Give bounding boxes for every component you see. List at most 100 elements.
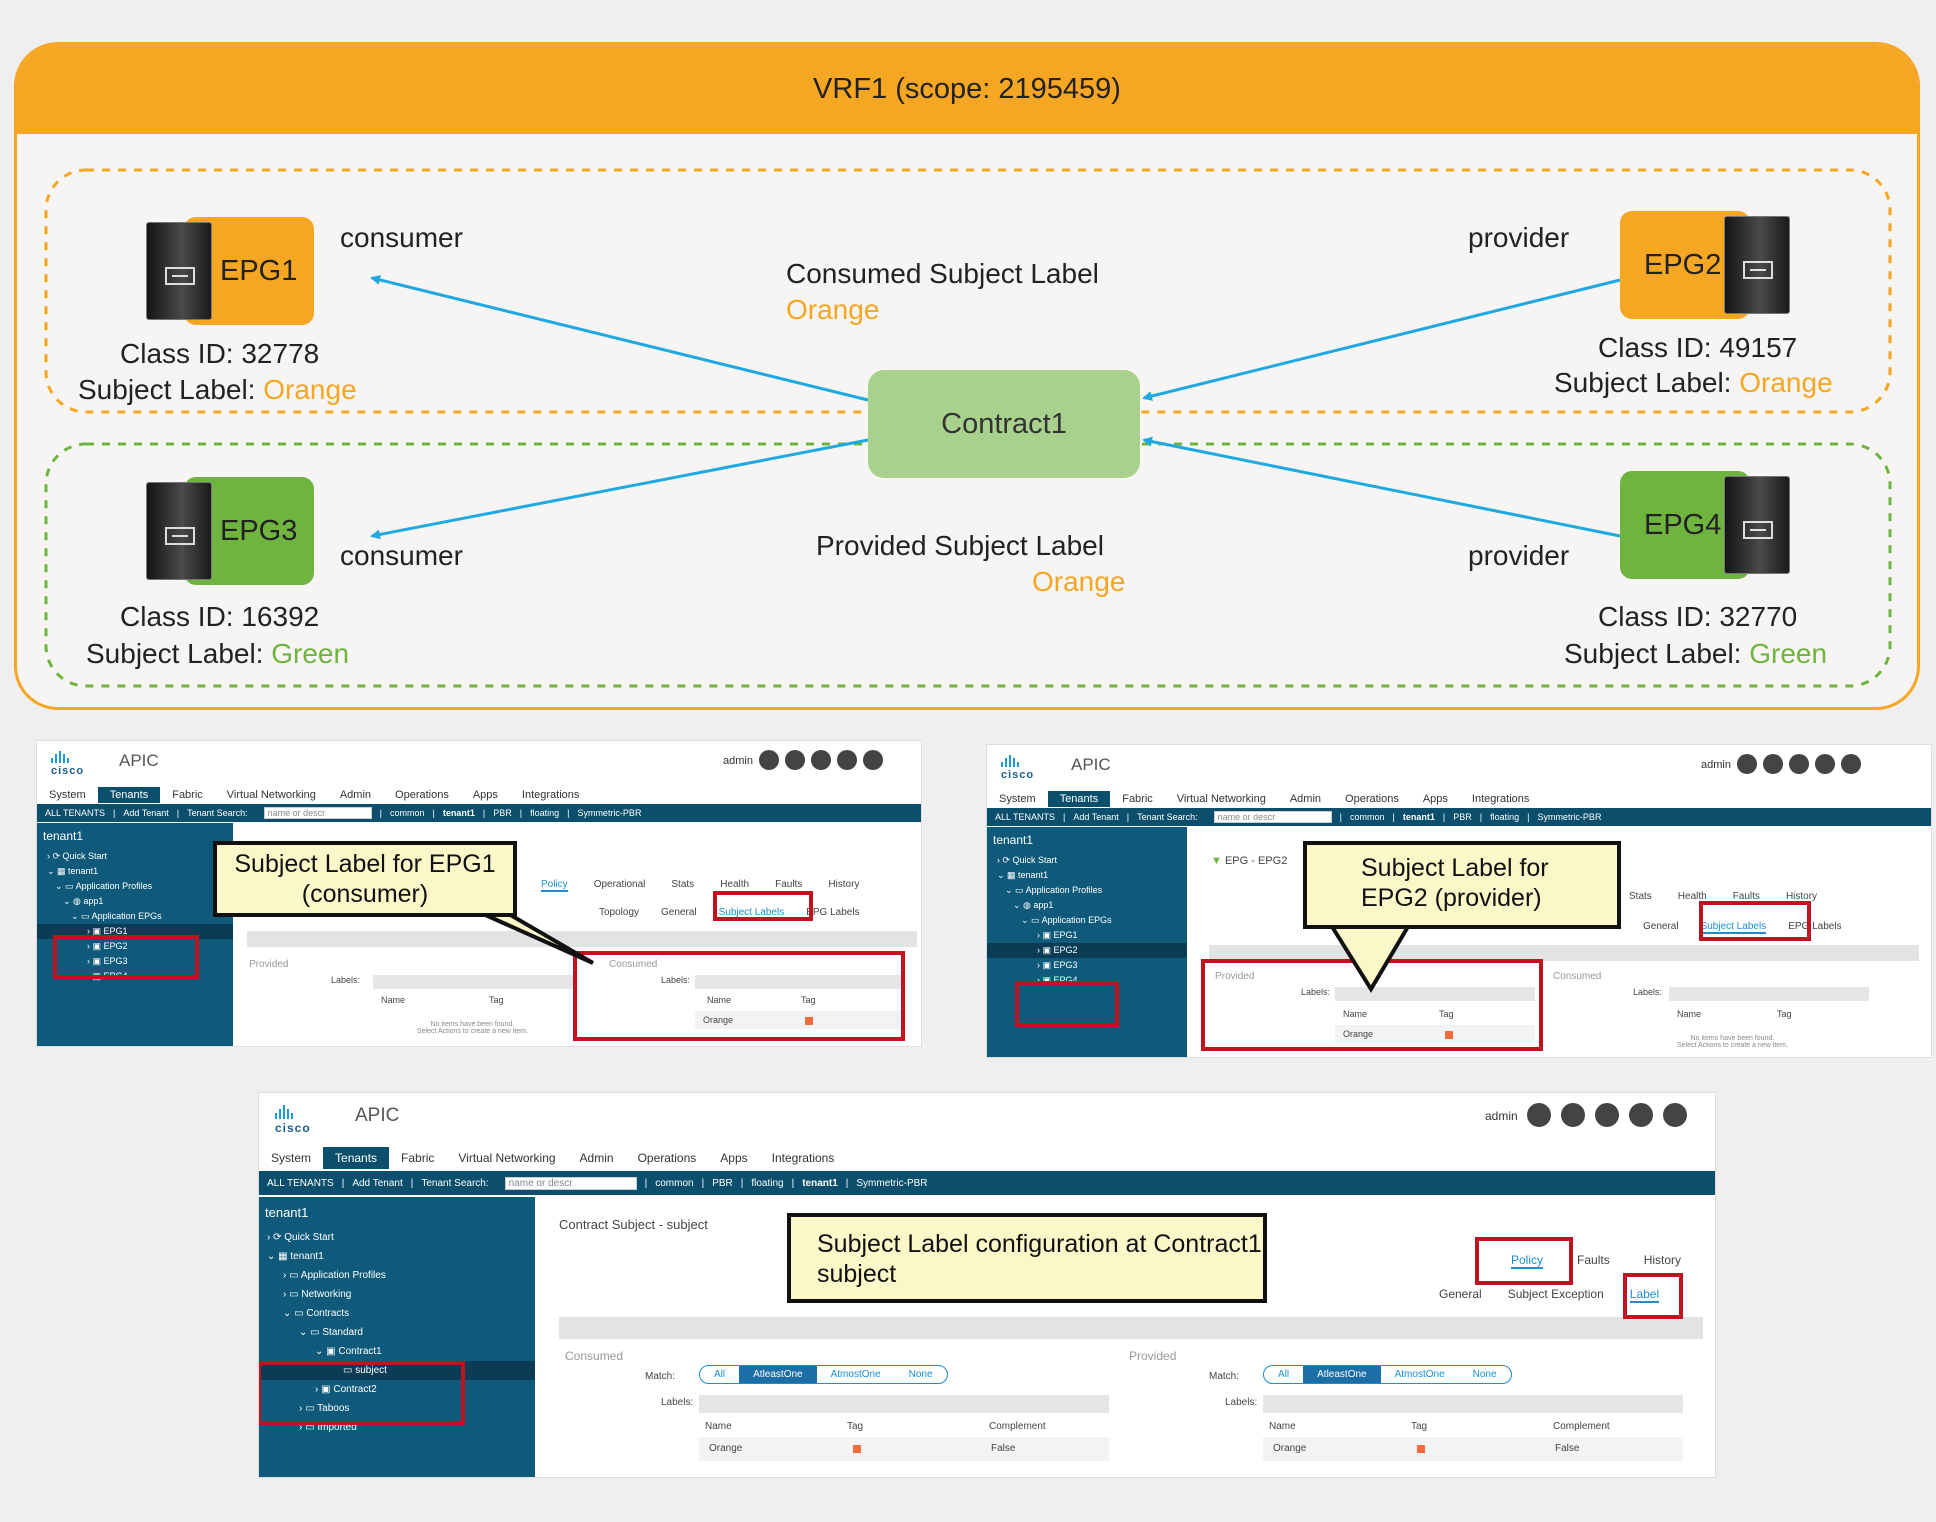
tab-epg-labels[interactable]: EPG Labels <box>1788 921 1842 932</box>
tab-operational[interactable]: Operational <box>593 879 646 890</box>
tree-item-application-profiles[interactable]: ⌄ ▭ Application Profiles <box>1005 885 1103 895</box>
tree-item-subject[interactable]: ▭ subject <box>259 1361 535 1380</box>
admin-user[interactable]: admin <box>723 755 753 767</box>
consumed-match-selector[interactable]: All AtleastOne AtmostOne None <box>699 1365 948 1384</box>
tree-item-epg3[interactable]: › ▣ EPG3 <box>1037 960 1078 970</box>
tab-faults[interactable]: Faults <box>1577 1253 1610 1267</box>
tenant-link-floating[interactable]: floating <box>530 808 560 818</box>
tenant-search-input[interactable]: name or descr <box>504 1176 637 1190</box>
tree-item-imported[interactable]: › ▭ Imported <box>299 1422 357 1433</box>
tenant-link-pbr[interactable]: PBR <box>1453 812 1472 822</box>
alerts-icon[interactable] <box>1789 754 1809 774</box>
tree-item-standard[interactable]: ⌄ ▭ Standard <box>299 1327 363 1338</box>
tab-label[interactable]: Label <box>1629 1287 1660 1303</box>
tab-tenants[interactable]: Tenants <box>97 787 161 803</box>
tab-system[interactable]: System <box>999 793 1036 805</box>
tab-tenants[interactable]: Tenants <box>323 1147 390 1169</box>
tab-general[interactable]: General <box>661 907 697 918</box>
tree-item-contract1[interactable]: ⌄ ▣ Contract1 <box>315 1346 382 1357</box>
tab-admin[interactable]: Admin <box>339 789 372 801</box>
tree-item-quick-start[interactable]: › ⟳ Quick Start <box>997 855 1058 865</box>
tab-policy[interactable]: Policy <box>541 879 568 892</box>
match-all[interactable]: All <box>714 1369 726 1380</box>
search-icon[interactable] <box>1737 754 1757 774</box>
video-icon[interactable] <box>785 750 805 770</box>
admin-user[interactable]: admin <box>1701 759 1731 771</box>
tree-item-epg3[interactable]: › ▣ EPG3 <box>87 956 128 966</box>
consumed-labels-field[interactable] <box>1669 987 1869 1001</box>
admin-user[interactable]: admin <box>1485 1109 1518 1123</box>
provided-row[interactable] <box>1263 1437 1683 1461</box>
tab-health[interactable]: Health <box>1677 891 1707 902</box>
tab-system[interactable]: System <box>271 1151 312 1165</box>
tenant-link-symmetric-pbr[interactable]: Symmetric-PBR <box>1537 812 1602 822</box>
provided-match-selector[interactable]: All AtleastOne AtmostOne None <box>1263 1365 1512 1384</box>
tab-admin[interactable]: Admin <box>1289 793 1322 805</box>
tree-item-quick-start[interactable]: › ⟳ Quick Start <box>47 851 108 861</box>
consumed-row[interactable] <box>699 1437 1109 1461</box>
tab-general[interactable]: General <box>1439 1287 1482 1301</box>
video-icon[interactable] <box>1763 754 1783 774</box>
tenant-link-tenant1[interactable]: tenant1 <box>802 1177 838 1189</box>
consumed-row[interactable] <box>695 1011 905 1029</box>
tab-fabric[interactable]: Fabric <box>172 789 203 801</box>
provided-labels-field[interactable] <box>1263 1395 1683 1413</box>
tab-tenants[interactable]: Tenants <box>1047 791 1111 807</box>
tab-virtual-networking[interactable]: Virtual Networking <box>458 1151 556 1165</box>
settings-icon[interactable] <box>1815 754 1835 774</box>
match-atmostone[interactable]: AtmostOne <box>830 1369 881 1380</box>
tree-item-tenant1[interactable]: ⌄ ▦ tenant1 <box>47 866 99 876</box>
all-tenants-link[interactable]: ALL TENANTS <box>45 808 106 818</box>
tree-item-quick-start[interactable]: › ⟳ Quick Start <box>267 1232 334 1243</box>
tab-history[interactable]: History <box>828 879 860 890</box>
tenant-link-pbr[interactable]: PBR <box>493 808 512 818</box>
alerts-icon[interactable] <box>1595 1103 1619 1127</box>
tree-item-contract2[interactable]: › ▣ Contract2 <box>315 1384 377 1395</box>
tab-operations[interactable]: Operations <box>637 1151 697 1165</box>
all-tenants-link[interactable]: ALL TENANTS <box>995 812 1056 822</box>
tree-item-epg2[interactable]: › ▣ EPG2 <box>87 941 128 951</box>
tab-admin[interactable]: Admin <box>579 1151 614 1165</box>
tab-integrations[interactable]: Integrations <box>521 789 580 801</box>
tree-item-tenant1[interactable]: ⌄ ▦ tenant1 <box>267 1251 324 1262</box>
consumed-labels-field[interactable] <box>699 1395 1109 1413</box>
search-icon[interactable] <box>1527 1103 1551 1127</box>
match-none[interactable]: None <box>908 1369 933 1380</box>
tree-item-epg2[interactable]: › ▣ EPG2 <box>987 943 1187 958</box>
tenant-link-common[interactable]: common <box>655 1177 694 1189</box>
tenant-link-pbr[interactable]: PBR <box>712 1177 733 1189</box>
tab-faults[interactable]: Faults <box>775 879 803 890</box>
tab-virtual-networking[interactable]: Virtual Networking <box>1176 793 1266 805</box>
tab-operations[interactable]: Operations <box>1345 793 1399 805</box>
tenant-search-input[interactable]: name or descr <box>1213 811 1332 823</box>
tree-item-epg1[interactable]: › ▣ EPG1 <box>1037 930 1078 940</box>
tree-item-application-profiles[interactable]: ⌄ ▭ Application Profiles <box>55 881 153 891</box>
tab-integrations[interactable]: Integrations <box>771 1151 835 1165</box>
tree-item-application-profiles[interactable]: › ▭ Application Profiles <box>283 1270 386 1281</box>
provided-row[interactable] <box>1335 1025 1535 1043</box>
tab-history[interactable]: History <box>1643 1253 1682 1267</box>
tab-subject-labels[interactable]: Subject Labels <box>1700 921 1767 934</box>
tenant-link-floating[interactable]: floating <box>751 1177 784 1189</box>
tab-virtual-networking[interactable]: Virtual Networking <box>226 789 316 801</box>
video-icon[interactable] <box>1561 1103 1585 1127</box>
match-all[interactable]: All <box>1278 1369 1290 1380</box>
tab-fabric[interactable]: Fabric <box>1122 793 1153 805</box>
match-atmostone[interactable]: AtmostOne <box>1394 1369 1445 1380</box>
alerts-icon[interactable] <box>811 750 831 770</box>
tab-fabric[interactable]: Fabric <box>401 1151 435 1165</box>
add-tenant-link[interactable]: Add Tenant <box>1073 812 1119 822</box>
settings-icon[interactable] <box>1629 1103 1653 1127</box>
help-icon[interactable] <box>1663 1103 1687 1127</box>
tab-faults[interactable]: Faults <box>1732 891 1760 902</box>
tree-item-epg4[interactable]: › ▣ EPG4 <box>1037 975 1078 985</box>
provided-labels-field[interactable] <box>373 975 573 989</box>
tab-operations[interactable]: Operations <box>395 789 449 801</box>
tab-epg-labels[interactable]: EPG Labels <box>806 907 860 918</box>
tenant-link-floating[interactable]: floating <box>1490 812 1520 822</box>
tree-item-tenant1[interactable]: ⌄ ▦ tenant1 <box>997 870 1049 880</box>
tree-item-app1[interactable]: ⌄ ◍ app1 <box>1013 900 1054 910</box>
add-tenant-link[interactable]: Add Tenant <box>352 1177 403 1189</box>
tab-policy[interactable]: Policy <box>1511 1253 1544 1269</box>
tab-topology[interactable]: Topology <box>599 907 640 918</box>
